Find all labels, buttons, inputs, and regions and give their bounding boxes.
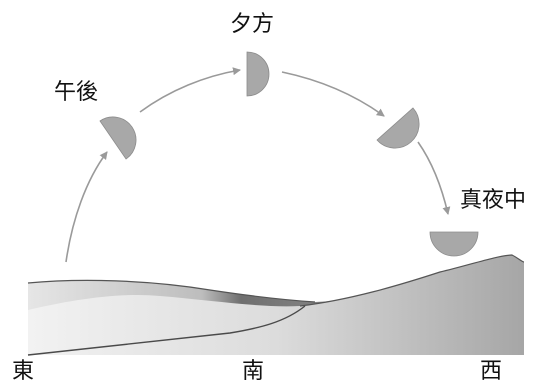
moon-night-icon [376, 107, 420, 149]
moon-afternoon-icon [99, 116, 137, 160]
label-evening: 夕方 [230, 12, 275, 37]
moon-midnight-icon [429, 231, 479, 257]
label-east: 東 [12, 359, 35, 384]
arrow-east-to-afternoon [65, 151, 108, 263]
horizon-line [27, 305, 306, 356]
ridge-line-back [27, 279, 316, 303]
front-hill [28, 255, 524, 355]
label-west: 西 [480, 359, 503, 384]
label-south: 南 [242, 359, 265, 384]
arrow-afternoon-to-evening [139, 67, 241, 113]
label-midnight: 真夜中 [460, 188, 527, 213]
ridge-line-front [299, 254, 525, 307]
label-afternoon: 午後 [54, 80, 99, 105]
arrow-night-to-midnight [417, 141, 451, 215]
arrow-evening-to-night [281, 71, 385, 117]
moon-evening-icon [246, 51, 270, 97]
